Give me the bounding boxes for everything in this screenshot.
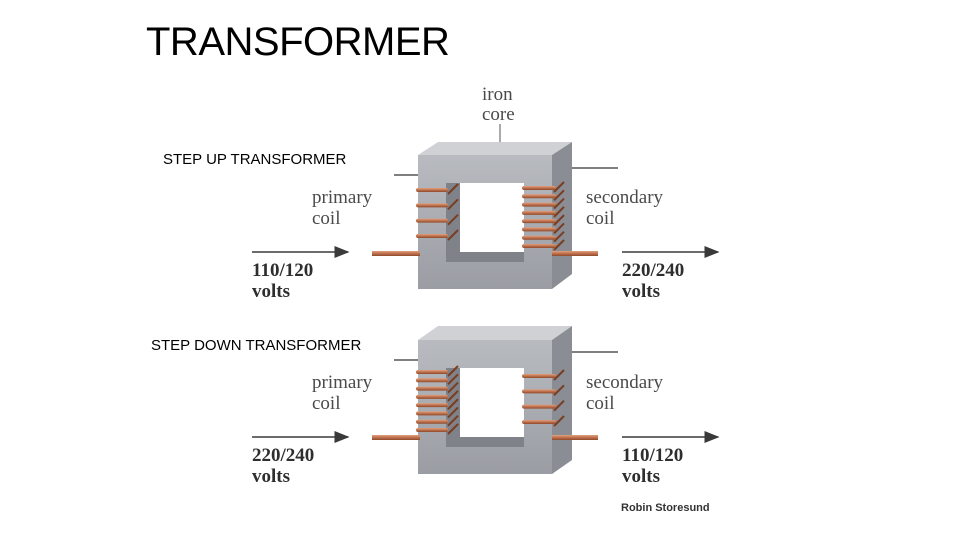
coil-winding bbox=[522, 202, 556, 207]
coil-winding-back bbox=[447, 423, 459, 435]
coil-winding bbox=[416, 419, 448, 424]
coil-winding bbox=[522, 227, 556, 232]
coil-winding-back bbox=[447, 381, 459, 394]
coil-winding bbox=[416, 428, 448, 432]
step-down-output-voltage-line2: volts bbox=[622, 466, 660, 487]
coil-winding-back bbox=[447, 213, 459, 226]
step-down-input-voltage-line2: volts bbox=[252, 466, 290, 487]
step-down-input-lead-bottom bbox=[372, 435, 420, 440]
coil-winding-back bbox=[553, 231, 565, 243]
coil-winding-back bbox=[553, 399, 565, 412]
coil-winding bbox=[522, 219, 556, 224]
coil-winding-back bbox=[447, 406, 459, 419]
step-down-output-lead-bottom bbox=[552, 435, 598, 440]
coil-winding bbox=[416, 218, 448, 223]
coil-winding-back bbox=[553, 369, 565, 381]
step-down-primary-label-line2: coil bbox=[312, 393, 341, 414]
step-up-primary-label-line1: primary bbox=[312, 187, 373, 208]
step-down-core bbox=[418, 326, 572, 474]
coil-winding-back bbox=[447, 415, 459, 427]
core-window-shade bbox=[446, 183, 524, 262]
step-up-secondary-label-line1: secondary bbox=[586, 187, 664, 208]
coil-winding bbox=[416, 394, 448, 399]
step-down-transformer: primary coil secondary coil 220/240 volt… bbox=[252, 326, 720, 487]
step-up-label: STEP UP TRANSFORMER bbox=[163, 151, 347, 168]
step-up-primary-label-line2: coil bbox=[312, 208, 341, 229]
step-down-primary-label-line1: primary bbox=[312, 372, 373, 393]
coil-winding-back bbox=[553, 181, 565, 193]
coil-winding bbox=[522, 210, 556, 215]
coil-winding bbox=[416, 234, 448, 238]
coil-winding-back bbox=[553, 239, 565, 251]
coil-winding-back bbox=[447, 229, 459, 241]
coil-winding bbox=[416, 188, 448, 192]
coil-winding bbox=[522, 420, 556, 424]
coil-winding-back bbox=[553, 384, 565, 397]
coil-winding-back bbox=[447, 373, 459, 385]
coil-winding-back bbox=[447, 365, 459, 377]
coil-winding bbox=[416, 403, 448, 408]
coil-winding-back bbox=[553, 206, 565, 218]
step-up-transformer: primary coil secondary coil 110/120 volt… bbox=[252, 142, 720, 302]
coil-winding-back bbox=[553, 214, 565, 226]
coil-winding bbox=[522, 404, 556, 409]
step-down-output-voltage-line1: 110/120 bbox=[622, 445, 683, 466]
coil-winding bbox=[416, 378, 448, 383]
step-down-secondary-label-line2: coil bbox=[586, 393, 615, 414]
core-window-inner bbox=[460, 183, 524, 252]
step-down-primary-coil bbox=[416, 365, 459, 435]
coil-winding bbox=[522, 374, 556, 378]
step-up-output-lead-bottom bbox=[552, 251, 598, 256]
coil-winding bbox=[522, 186, 556, 190]
coil-winding bbox=[416, 386, 448, 391]
step-up-input-lead-bottom bbox=[372, 251, 420, 256]
slide-title: TRANSFORMER bbox=[146, 20, 450, 64]
coil-winding-back bbox=[553, 415, 565, 427]
core-top-face bbox=[418, 142, 572, 155]
image-credit: Robin Storesund bbox=[621, 502, 710, 514]
coil-winding-back bbox=[447, 398, 459, 410]
coil-winding bbox=[522, 244, 556, 248]
coil-winding-back bbox=[447, 390, 459, 402]
coil-winding bbox=[522, 235, 556, 240]
step-down-input-voltage-line1: 220/240 bbox=[252, 445, 314, 466]
step-up-output-voltage-line1: 220/240 bbox=[622, 260, 684, 281]
step-up-output-voltage-line2: volts bbox=[622, 281, 660, 302]
core-window-inner bbox=[460, 368, 524, 437]
coil-winding-back bbox=[553, 222, 565, 235]
core-window-shade bbox=[446, 368, 524, 447]
iron-core-label-line1: iron bbox=[482, 84, 513, 105]
step-up-secondary-label-line2: coil bbox=[586, 208, 615, 229]
coil-winding bbox=[416, 411, 448, 416]
coil-winding bbox=[416, 203, 448, 208]
coil-winding-back bbox=[447, 183, 459, 195]
coil-winding-back bbox=[447, 198, 459, 211]
coil-winding bbox=[522, 389, 556, 394]
coil-winding-back bbox=[553, 197, 565, 210]
step-up-core bbox=[418, 142, 572, 289]
coil-winding bbox=[416, 370, 448, 374]
core-right-face bbox=[552, 326, 572, 474]
step-up-input-voltage-line2: volts bbox=[252, 281, 290, 302]
iron-core-label-line2: core bbox=[482, 104, 515, 125]
step-down-secondary-label-line1: secondary bbox=[586, 372, 664, 393]
coil-winding-back bbox=[553, 189, 565, 201]
step-down-secondary-coil bbox=[522, 369, 565, 427]
core-top-face bbox=[418, 326, 572, 340]
step-up-secondary-coil bbox=[522, 181, 565, 251]
step-up-primary-coil bbox=[416, 183, 459, 241]
step-up-input-voltage-line1: 110/120 bbox=[252, 260, 313, 281]
coil-winding bbox=[522, 194, 556, 199]
step-down-label: STEP DOWN TRANSFORMER bbox=[151, 337, 362, 354]
